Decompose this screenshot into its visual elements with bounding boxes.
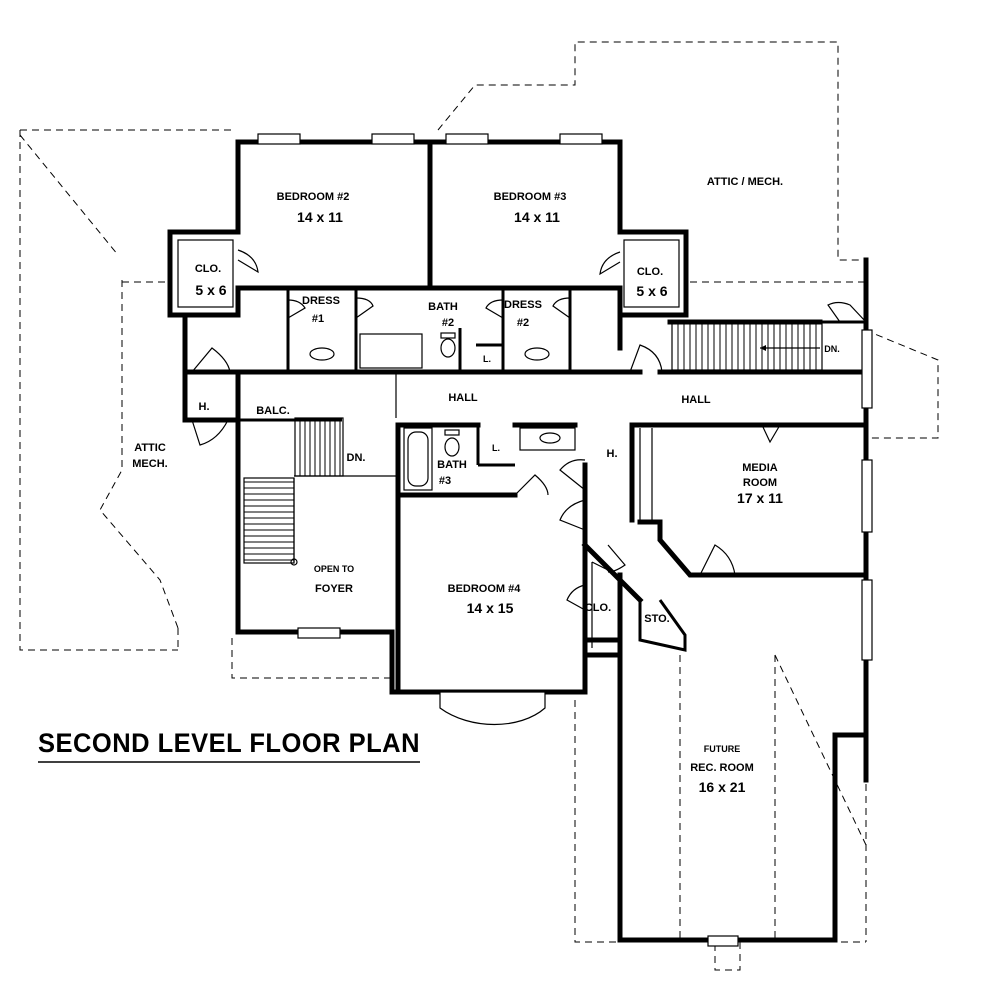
closet-left-size: 5 x 6 — [195, 282, 226, 298]
h-left-label: H. — [199, 401, 210, 413]
rec-room-label: REC. ROOM — [690, 762, 754, 774]
dress2-label: DRESS — [504, 299, 542, 311]
windows — [257, 133, 873, 947]
media-room-size: 17 x 11 — [737, 490, 783, 506]
attic-mech-top-label: ATTIC / MECH. — [707, 176, 783, 188]
fixtures — [309, 332, 576, 491]
bedroom4-size: 14 x 15 — [467, 600, 514, 616]
bath2-num: #2 — [442, 317, 454, 329]
bath3-num: #3 — [439, 475, 451, 487]
dress2-num: #2 — [517, 317, 529, 329]
bedroom3-size: 14 x 11 — [514, 209, 560, 225]
bedroom4-closet-label: CLO. — [585, 602, 611, 614]
bath2-linen-label: L. — [483, 354, 491, 364]
hall-left-label: HALL — [448, 392, 478, 404]
closet-outlines — [177, 239, 680, 308]
attic-mech-left-label-1: ATTIC — [134, 442, 166, 454]
stair-left-down-label: DN. — [347, 452, 366, 464]
bath3-linen-label: L. — [492, 443, 500, 453]
stairs — [243, 321, 823, 566]
doors — [191, 249, 867, 611]
roof-outline — [19, 41, 939, 971]
plan-title: SECOND LEVEL FLOOR PLAN — [38, 728, 420, 758]
future-label: FUTURE — [704, 744, 741, 754]
h-right-label: H. — [607, 448, 618, 460]
bedroom3-label: BEDROOM #3 — [494, 191, 567, 203]
bedroom4-label: BEDROOM #4 — [448, 583, 522, 595]
room-labels: BEDROOM #2 14 x 11 BEDROOM #3 14 x 11 AT… — [132, 176, 839, 795]
media-room-label-2: ROOM — [743, 477, 777, 489]
bath3-label: BATH — [437, 459, 467, 471]
misc-lines — [395, 372, 653, 648]
plan-title-group: SECOND LEVEL FLOOR PLAN — [38, 728, 420, 763]
dress1-label: DRESS — [302, 295, 340, 307]
balcony-label: BALC. — [256, 405, 290, 417]
closet-right-label: CLO. — [637, 266, 663, 278]
media-room-label-1: MEDIA — [742, 462, 778, 474]
bedroom2-size: 14 x 11 — [297, 209, 343, 225]
dress1-num: #1 — [312, 313, 324, 325]
foyer-open-label: OPEN TO — [314, 564, 354, 574]
closet-left-label: CLO. — [195, 263, 221, 275]
foyer-label: FOYER — [315, 583, 353, 595]
hall-right-label: HALL — [681, 394, 711, 406]
bath2-label: BATH — [428, 301, 458, 313]
closet-right-size: 5 x 6 — [636, 283, 667, 299]
storage-label: STO. — [644, 613, 669, 625]
bedroom2-label: BEDROOM #2 — [277, 191, 350, 203]
walls — [167, 139, 869, 943]
stair-right-down-label: DN. — [824, 344, 840, 354]
rec-room-size: 16 x 21 — [699, 779, 746, 795]
attic-mech-left-label-2: MECH. — [132, 458, 167, 470]
